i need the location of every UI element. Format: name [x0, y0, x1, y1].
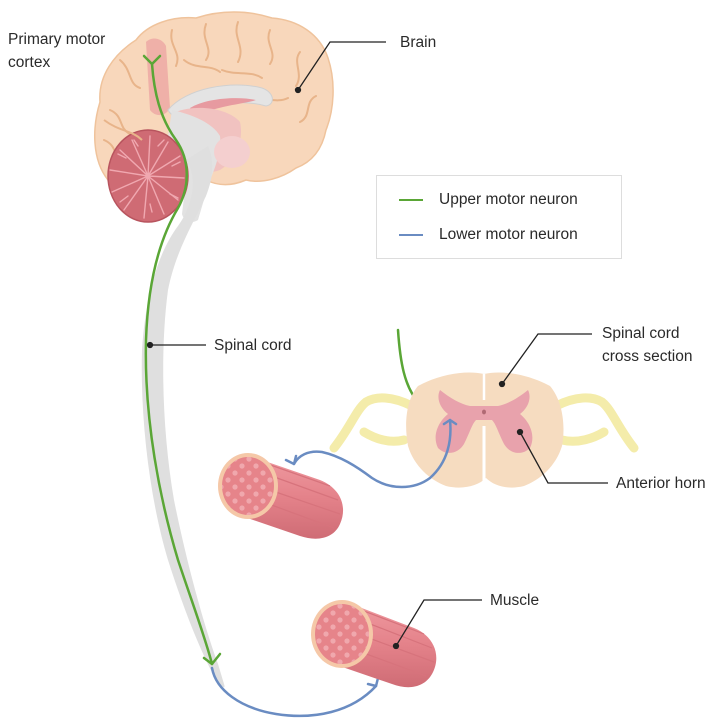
leader-brain-dot: [296, 88, 301, 93]
spinal-cord: [142, 146, 225, 687]
label-anterior-horn: Anterior horn: [616, 472, 706, 495]
leader-anterior-horn-dot: [518, 430, 523, 435]
leader-muscle-dot: [394, 644, 399, 649]
legend-swatch-upper: [399, 199, 423, 201]
legend-item-upper-motor-neuron: Upper motor neuron: [399, 189, 578, 211]
legend-label-lower: Lower motor neuron: [439, 226, 578, 244]
label-primary-motor-cortex-line2: cortex: [8, 51, 105, 74]
legend: Upper motor neuron Lower motor neuron: [376, 175, 622, 259]
legend-item-lower-motor-neuron: Lower motor neuron: [399, 224, 578, 246]
nerve-root-left: [334, 398, 412, 448]
lower-motor-neuron-upper-terminal: [286, 456, 296, 464]
muscle-fiber-dots: [315, 604, 369, 664]
muscle-fascicle-upper: [218, 453, 343, 539]
leader-spinal-cord-dot: [148, 343, 153, 348]
muscle-fiber-dots: [222, 457, 274, 515]
label-spinal-cord-cross-section-line2: cross section: [602, 345, 692, 368]
muscle-fascicle-lower: [311, 600, 436, 687]
brain: [95, 12, 333, 222]
central-canal: [482, 410, 486, 415]
label-spinal-cord: Spinal cord: [214, 334, 292, 357]
legend-label-upper: Upper motor neuron: [439, 191, 578, 209]
label-primary-motor-cortex: Primary motor cortex: [8, 28, 105, 74]
legend-swatch-lower: [399, 234, 423, 236]
lower-motor-neuron-lower-axon: [212, 668, 376, 716]
label-spinal-cord-cross-section-line1: Spinal cord: [602, 322, 692, 345]
leader-cross-section-dot: [500, 382, 505, 387]
lower-motor-neuron-lower-terminal: [368, 678, 378, 686]
nerve-root-right: [556, 398, 634, 448]
pons: [214, 136, 250, 168]
label-muscle: Muscle: [490, 589, 539, 612]
label-brain: Brain: [400, 31, 436, 54]
label-spinal-cord-cross-section: Spinal cord cross section: [602, 322, 692, 368]
spinal-cord-cross-section: [334, 373, 634, 489]
label-primary-motor-cortex-line1: Primary motor: [8, 28, 105, 51]
